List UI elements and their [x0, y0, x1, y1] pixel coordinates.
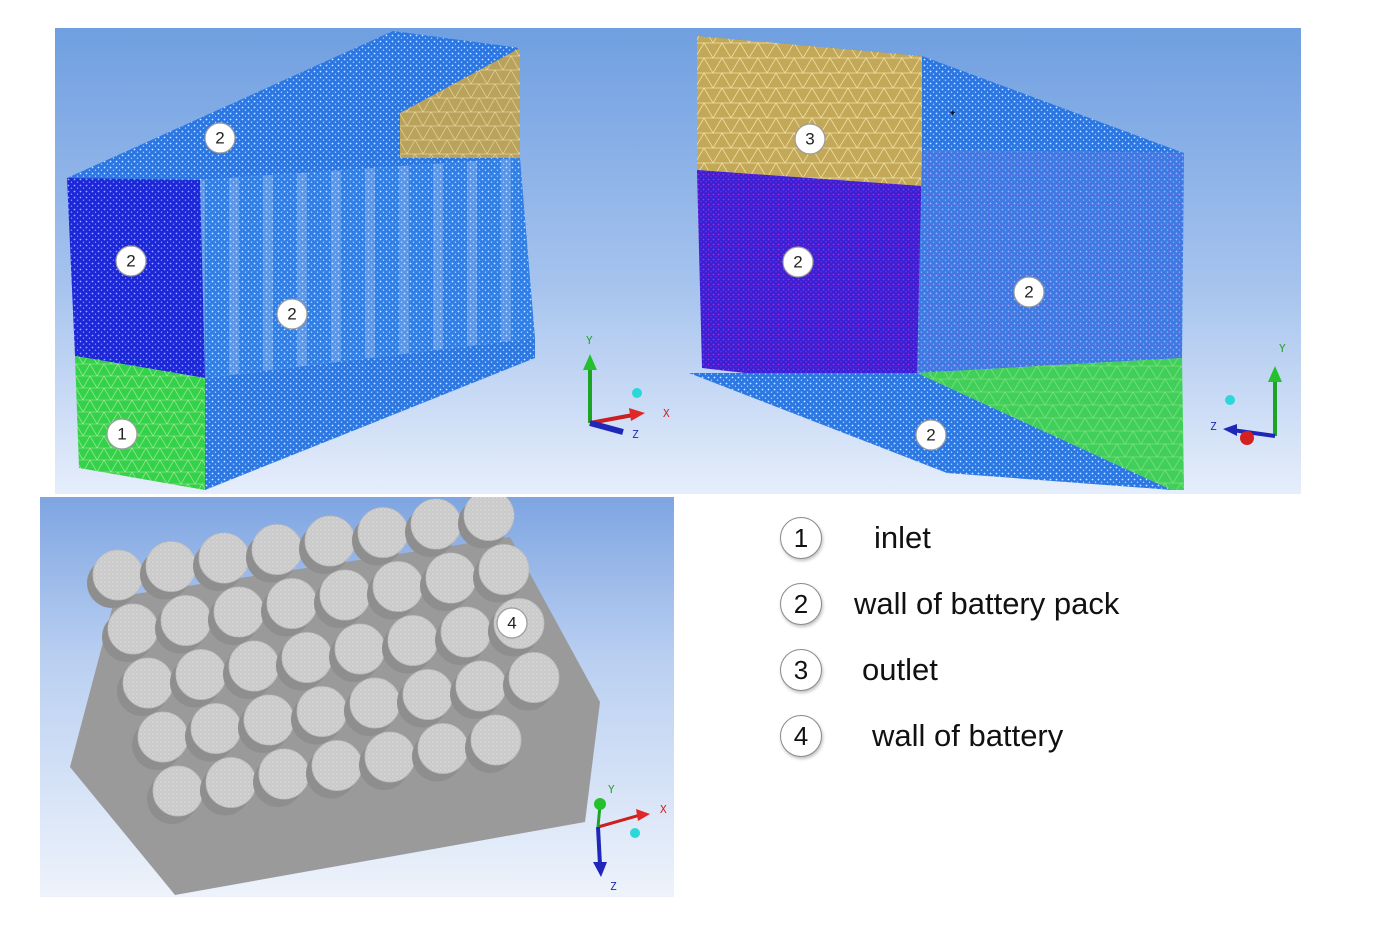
legend-number: 1 [780, 517, 822, 559]
battery-cell-top [470, 714, 522, 766]
svg-text:Z: Z [632, 428, 639, 441]
svg-text:X: X [660, 803, 667, 816]
badge-wall-side: 2 [1013, 276, 1045, 308]
svg-text:2: 2 [1024, 283, 1033, 302]
probe-marker-icon: ✦ [949, 105, 956, 119]
battery-cell-top [349, 677, 401, 729]
badge-outlet: 3 [794, 123, 826, 155]
legend-label: outlet [862, 652, 938, 687]
battery-cell-top [122, 657, 174, 709]
svg-text:Y: Y [586, 334, 593, 347]
svg-text:Y: Y [1279, 342, 1286, 355]
legend-item-inlet: 1 inlet [780, 505, 1260, 571]
svg-text:Z: Z [1210, 420, 1217, 433]
legend: 1 inlet 2 wall of battery pack 3 outlet … [780, 505, 1260, 769]
battery-cell-top [410, 498, 462, 550]
battery-cell-top [463, 497, 515, 541]
badge-wall-side: 2 [276, 298, 308, 330]
battery-cell-top [152, 765, 204, 817]
battery-cell-top [92, 549, 144, 601]
svg-text:Y: Y [608, 783, 615, 796]
battery-cell-top [205, 757, 257, 808]
badge-wall-front: 2 [782, 246, 814, 278]
svg-text:2: 2 [126, 252, 135, 271]
svg-text:2: 2 [287, 305, 296, 324]
battery-cell-top [281, 632, 333, 683]
battery-cell-top [145, 541, 197, 592]
battery-cell-top [190, 703, 242, 754]
legend-item-outlet: 3 outlet [780, 637, 1260, 703]
svg-text:X: X [663, 407, 670, 420]
battery-cell-top [334, 623, 386, 675]
battery-cell-top [364, 731, 416, 783]
battery-cell-top [440, 606, 492, 658]
svg-text:4: 4 [507, 614, 516, 633]
legend-label: inlet [874, 520, 931, 555]
battery-cell-top [175, 649, 227, 700]
svg-text:1: 1 [117, 425, 126, 444]
battery-cell-top [319, 569, 371, 621]
cell-top-group [87, 497, 560, 824]
battery-cell-top [455, 660, 507, 712]
mesh-view-back: ✦ 3 2 2 2 Y Z [677, 28, 1301, 494]
battery-cell-top [107, 603, 159, 655]
battery-cell-top [266, 578, 318, 629]
battery-cell-top [357, 507, 409, 558]
badge-inlet: 1 [106, 418, 138, 450]
legend-number: 3 [780, 649, 822, 691]
battery-cell-top [258, 748, 310, 800]
battery-cell-top [213, 586, 265, 638]
battery-cell-top [228, 640, 280, 692]
axis-triad-icon: Y X Z [593, 783, 667, 893]
legend-item-wall-of-battery: 4 wall of battery [780, 703, 1260, 769]
battery-cell-top [402, 669, 454, 720]
badge-battery-wall: 4 [496, 607, 528, 639]
svg-text:2: 2 [926, 426, 935, 445]
battery-cell-top [243, 694, 295, 746]
legend-number: 4 [780, 715, 822, 757]
badge-wall-top: 2 [204, 122, 236, 154]
badge-wall-front: 2 [115, 245, 147, 277]
battery-cell-top [417, 723, 469, 774]
battery-cell-top [387, 615, 439, 666]
axis-triad-icon: Y Z [1210, 342, 1286, 445]
battery-cell-top [508, 652, 560, 703]
legend-label: wall of battery pack [854, 586, 1120, 621]
svg-text:2: 2 [793, 253, 802, 272]
battery-cell-top [137, 711, 189, 763]
svg-text:3: 3 [805, 130, 814, 149]
battery-cell-top [425, 552, 477, 604]
axis-triad-icon: Y X Z [583, 334, 670, 441]
legend-number: 2 [780, 583, 822, 625]
battery-cell-top [198, 532, 250, 584]
battery-cell-top [311, 740, 363, 791]
battery-cell-top [304, 515, 356, 567]
mesh-view-front: 2 2 2 1 Y X Z [55, 28, 677, 494]
legend-item-wall-of-battery-pack: 2 wall of battery pack [780, 571, 1260, 637]
battery-cell-top [372, 561, 424, 612]
legend-label: wall of battery [872, 718, 1064, 753]
badge-wall-bottom: 2 [915, 419, 947, 451]
battery-cell-top [296, 686, 348, 737]
battery-cell-top [251, 524, 303, 575]
battery-cell-top [160, 595, 212, 646]
svg-text:Z: Z [610, 880, 617, 893]
battery-cell-top [478, 544, 530, 595]
battery-cells-view: 4 Y X Z [40, 497, 674, 897]
svg-text:2: 2 [215, 129, 224, 148]
